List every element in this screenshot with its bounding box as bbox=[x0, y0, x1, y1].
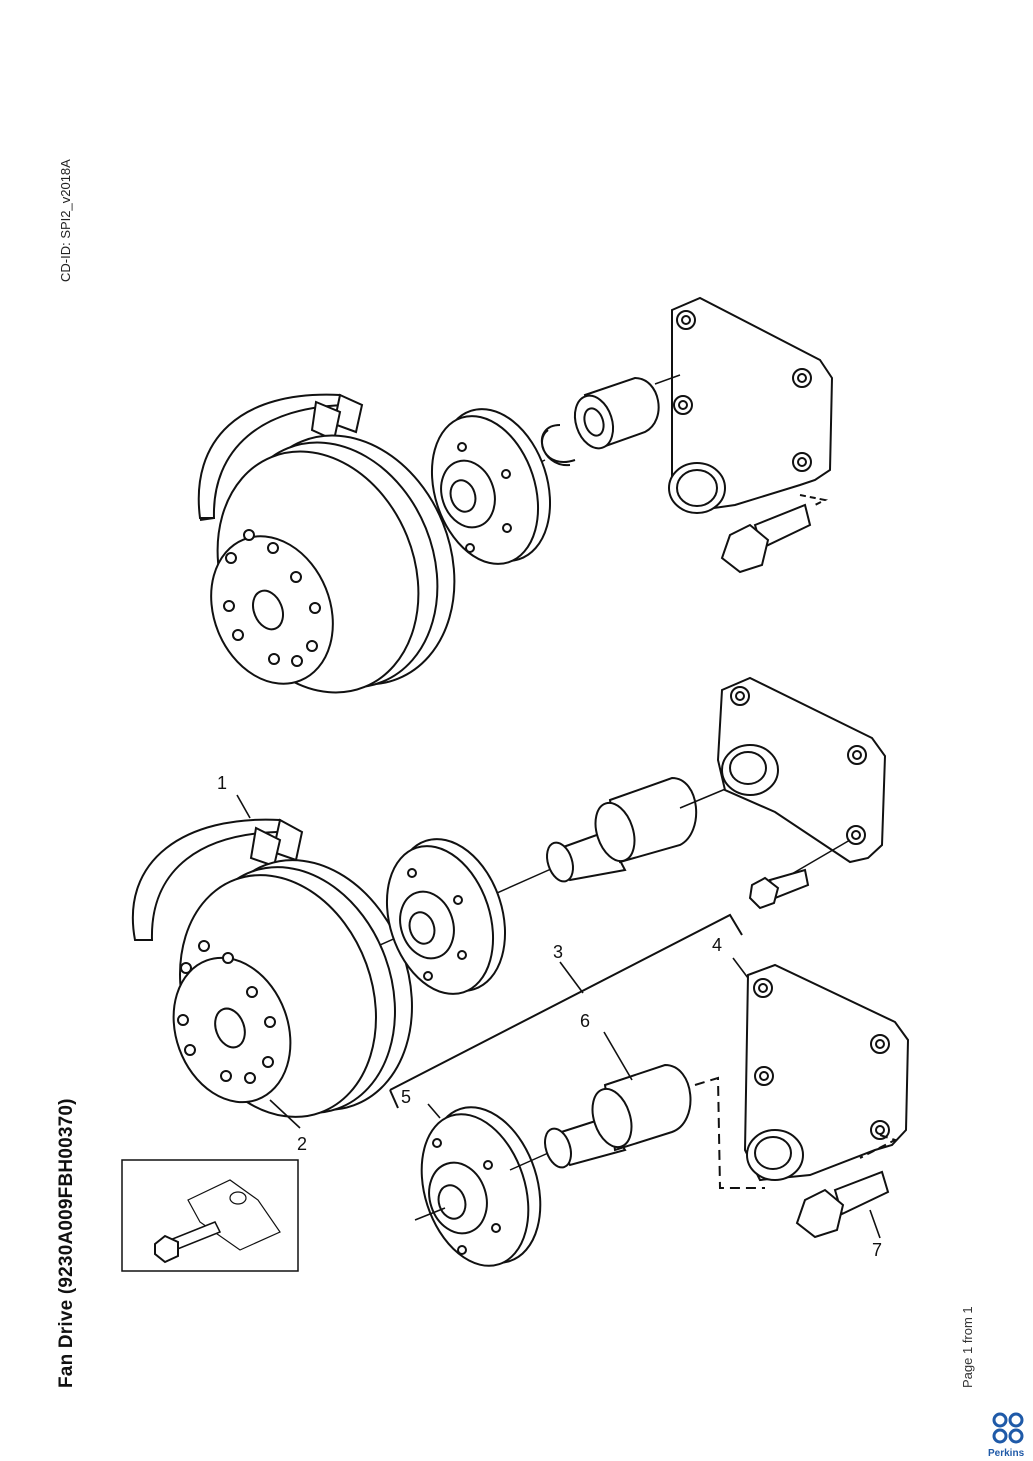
upper-circlip bbox=[541, 424, 576, 467]
lower-spacer bbox=[544, 1063, 692, 1169]
upper-belt bbox=[197, 393, 364, 521]
lower-bracket bbox=[743, 963, 910, 1182]
callout-5: 5 bbox=[401, 1087, 411, 1107]
middle-hub bbox=[385, 838, 507, 995]
upper-hub bbox=[430, 408, 552, 565]
callout-3: 3 bbox=[553, 942, 563, 962]
callout-4: 4 bbox=[712, 935, 722, 955]
middle-bracket bbox=[716, 676, 887, 864]
upper-bearing bbox=[573, 376, 660, 450]
upper-bolt bbox=[720, 494, 829, 574]
upper-assembly bbox=[197, 296, 834, 694]
leader-lines bbox=[236, 794, 881, 1239]
upper-bracket bbox=[668, 296, 834, 514]
middle-bolt bbox=[748, 868, 810, 910]
middle-spacer bbox=[546, 776, 698, 883]
perkins-logo-icon bbox=[992, 1412, 1024, 1444]
callout-6: 6 bbox=[580, 1011, 590, 1031]
callout-2: 2 bbox=[297, 1134, 307, 1154]
lower-bolt bbox=[795, 1170, 890, 1239]
lower-assembly bbox=[414, 963, 910, 1267]
middle-assembly bbox=[132, 676, 887, 1118]
callout-1: 1 bbox=[217, 773, 227, 793]
lower-hub bbox=[420, 1106, 542, 1267]
inset-detail bbox=[121, 1159, 299, 1272]
brand-name: Perkins bbox=[988, 1448, 1025, 1459]
upper-pulley bbox=[210, 434, 456, 694]
callout-7: 7 bbox=[872, 1240, 882, 1260]
middle-pulley bbox=[172, 859, 413, 1118]
middle-belt bbox=[132, 818, 304, 941]
group-bracket bbox=[389, 913, 743, 1091]
